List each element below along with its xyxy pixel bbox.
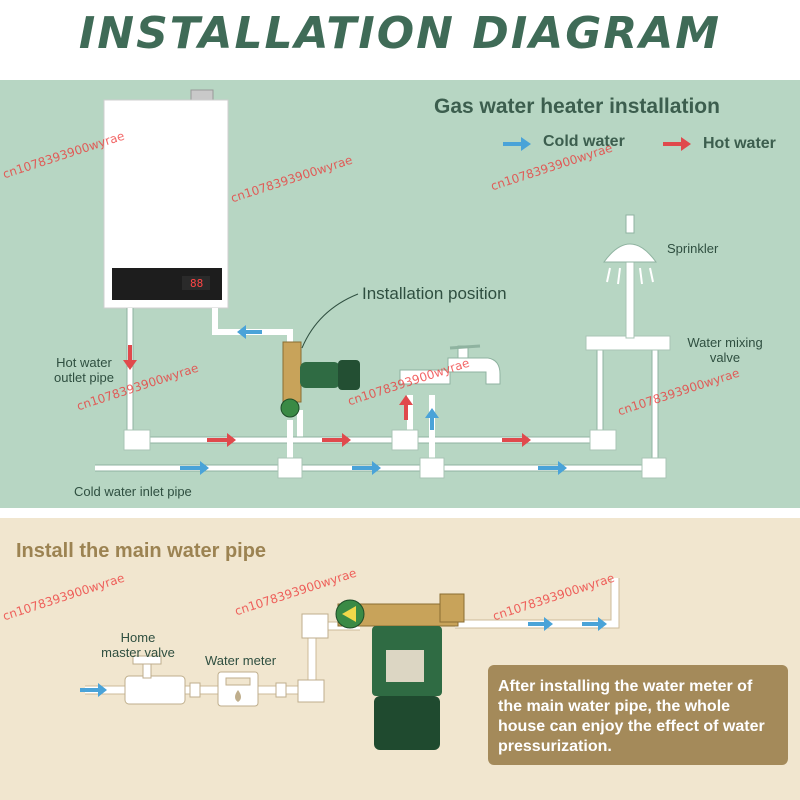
gas-water-heater <box>103 89 229 309</box>
legend-cold-label: Cold water <box>543 133 625 150</box>
master-valve-icon <box>124 655 186 705</box>
faucet-icon <box>399 344 501 385</box>
main-pipe-joints <box>189 613 329 703</box>
section-heading-gas-heater: Gas water heater installation <box>434 95 720 118</box>
circulation-pump-bottom <box>335 593 465 750</box>
water-meter-icon <box>217 671 259 707</box>
installation-leader-line <box>301 293 359 349</box>
water-mixing-valve <box>585 261 671 351</box>
pressurization-note: After installing the water meter of the … <box>488 665 788 765</box>
home-master-valve-label: Home master valve <box>101 630 175 660</box>
legend-cold-arrow <box>503 137 531 151</box>
installation-position-label: Installation position <box>362 284 507 303</box>
hot-pipe-outline <box>126 308 604 444</box>
diagram-title: INSTALLATION DIAGRAM <box>78 8 722 59</box>
bottom-flow-arrows <box>80 617 607 697</box>
legend-hot-arrow <box>663 137 691 151</box>
top-flow-arrows <box>123 137 691 475</box>
heater-display: 88 <box>190 277 204 290</box>
water-mixing-valve-label: Water mixing valve <box>687 335 763 365</box>
pipe-joints <box>123 429 667 479</box>
section-heading-main-pipe: Install the main water pipe <box>16 540 267 562</box>
circulation-pump-top <box>280 341 360 418</box>
hot-water-outlet-label: Hot water outlet pipe <box>54 355 114 385</box>
water-meter-label: Water meter <box>205 653 277 668</box>
cold-water-inlet-label: Cold water inlet pipe <box>74 484 192 499</box>
hot-pipe-network <box>127 308 603 443</box>
legend-hot-label: Hot water <box>703 135 776 152</box>
sprinkler-icon <box>603 214 657 286</box>
sprinkler-label: Sprinkler <box>667 241 719 256</box>
